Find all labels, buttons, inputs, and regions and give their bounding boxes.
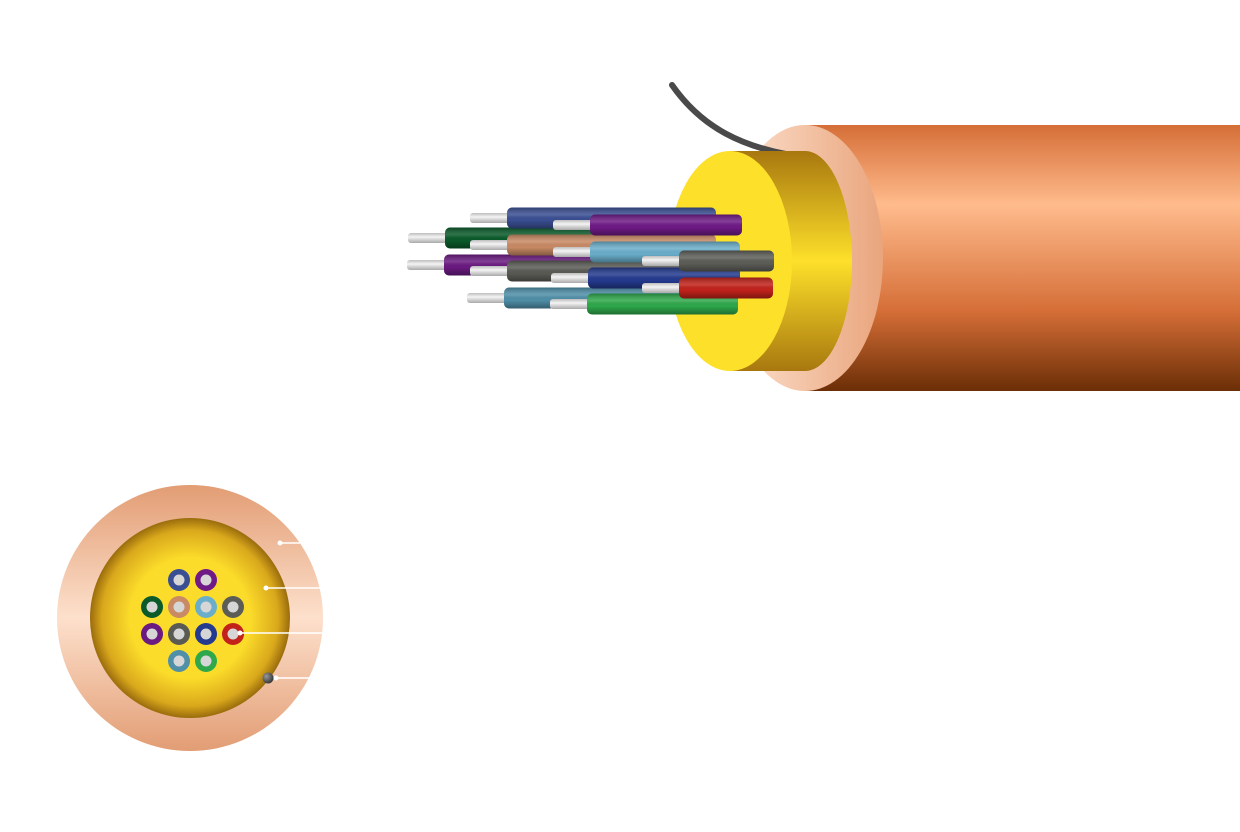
bare-fiber-steel-blue bbox=[467, 293, 507, 303]
fiber-tube-shade-slate bbox=[679, 250, 774, 272]
cross-fiber-core-green bbox=[200, 655, 212, 667]
cross-fiber-core-dark-green bbox=[146, 601, 158, 613]
cross-fiber-core-light-blue bbox=[200, 601, 212, 613]
cross-fiber-light-blue bbox=[195, 596, 217, 618]
cross-fiber-core-purple bbox=[200, 574, 212, 586]
cross-fiber-slate bbox=[222, 596, 244, 618]
cross-fiber-core-navy bbox=[200, 628, 212, 640]
leader-dot-ripcord bbox=[273, 675, 279, 681]
cross-fiber-red bbox=[222, 623, 244, 645]
cross-fiber-core-gray bbox=[173, 628, 185, 640]
fiber-red bbox=[642, 277, 773, 299]
bare-fiber-purple bbox=[553, 220, 593, 230]
leader-dot-fiber bbox=[237, 630, 243, 636]
bare-fiber-blue bbox=[470, 213, 510, 223]
cross-fiber-core-tan bbox=[173, 601, 185, 613]
cross-fiber-core-blue bbox=[173, 574, 185, 586]
cross-fiber-gray bbox=[168, 623, 190, 645]
fiber-tube-shade-green bbox=[587, 293, 738, 315]
cross-fiber-core-red bbox=[227, 628, 239, 640]
fiber-green bbox=[550, 293, 738, 315]
bare-fiber-red bbox=[642, 283, 682, 293]
cross-fiber-tan bbox=[168, 596, 190, 618]
bare-fiber-tan bbox=[470, 240, 510, 250]
cross-fiber-core-slate bbox=[227, 601, 239, 613]
bare-fiber-gray bbox=[470, 266, 510, 276]
cross-fiber-blue bbox=[168, 569, 190, 591]
cross-fiber-navy bbox=[195, 623, 217, 645]
bare-fiber-violet bbox=[407, 260, 447, 270]
cross-section-buffer bbox=[90, 518, 290, 718]
bare-fiber-green bbox=[550, 299, 590, 309]
bare-fiber-navy bbox=[551, 273, 591, 283]
leader-dot-jacket bbox=[277, 540, 283, 546]
cross-section-fibers bbox=[141, 569, 244, 672]
cross-section-ripcord bbox=[262, 672, 274, 684]
cross-fiber-violet bbox=[141, 623, 163, 645]
cross-fiber-purple bbox=[195, 569, 217, 591]
cross-fiber-core-steel-blue bbox=[173, 655, 185, 667]
bare-fiber-light-blue bbox=[553, 247, 593, 257]
bare-fiber-slate bbox=[642, 256, 682, 266]
bare-fiber-dark-green bbox=[408, 233, 448, 243]
leader-dot-buffer bbox=[263, 585, 269, 591]
cable-side-view bbox=[407, 82, 1240, 391]
fiber-bundle bbox=[407, 207, 774, 315]
fiber-purple bbox=[553, 214, 742, 236]
cross-fiber-dark-green bbox=[141, 596, 163, 618]
fiber-slate bbox=[642, 250, 774, 272]
leader-lines bbox=[237, 540, 323, 681]
cross-fiber-green bbox=[195, 650, 217, 672]
fiber-tube-shade-red bbox=[679, 277, 773, 299]
cross-fiber-core-violet bbox=[146, 628, 158, 640]
cable-cross-section bbox=[57, 485, 323, 751]
fiber-tube-shade-purple bbox=[590, 214, 742, 236]
cross-fiber-steel-blue bbox=[168, 650, 190, 672]
